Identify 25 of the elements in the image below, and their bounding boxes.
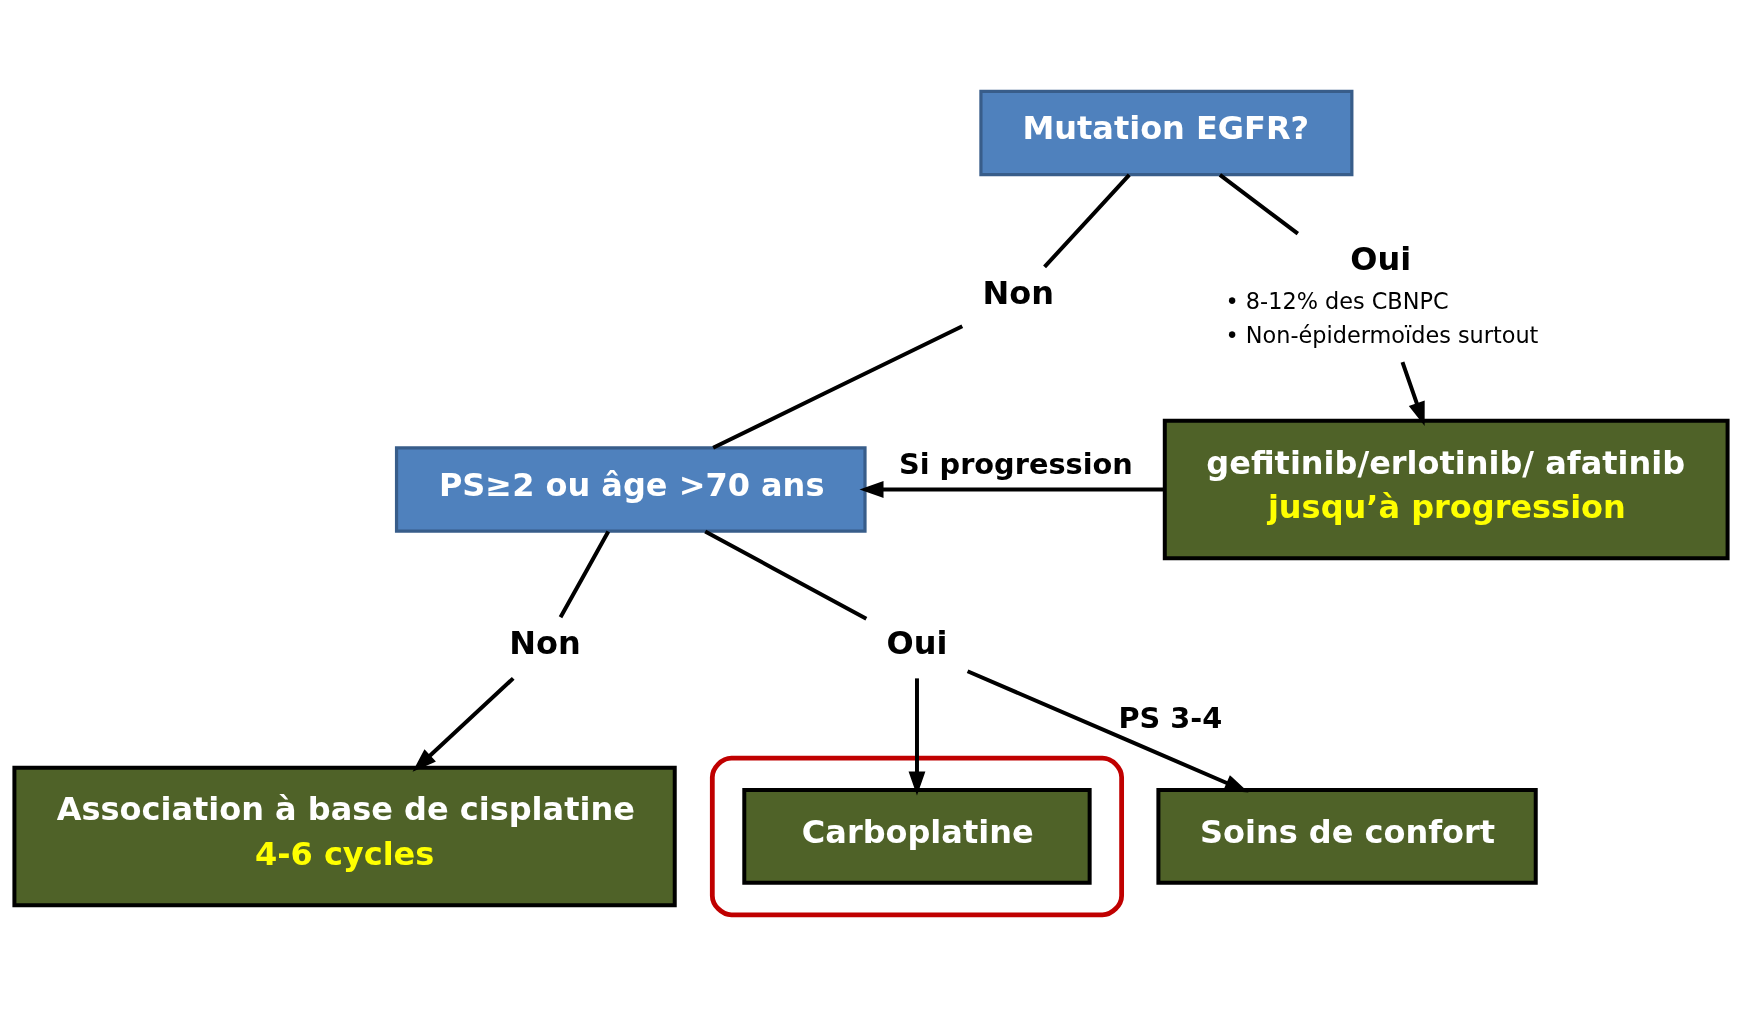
node-label: • Non-épidermoïdes surtout (1225, 321, 1539, 348)
connector (1043, 173, 1131, 268)
arrow (859, 480, 1165, 498)
arrow (966, 668, 1249, 792)
cluster (709, 755, 1124, 917)
node-box: Mutation EGFR? (979, 89, 1354, 176)
node-label: • 8-12% des CBNPC (1225, 287, 1449, 314)
edge-label: Si progression (898, 446, 1133, 481)
arrow (908, 677, 926, 796)
arrow (412, 676, 515, 772)
connector (712, 324, 964, 450)
connector (1218, 172, 1300, 235)
connector (558, 529, 611, 618)
node-box: Association à base de cisplatine 4-6 cycles (12, 765, 677, 907)
node-box: Carboplatine (742, 787, 1092, 885)
arrow (1400, 360, 1425, 426)
node-box: gefitinib/erlotinib/ afatinib jusqu’à progression (1162, 418, 1730, 560)
node-box: PS≥2 ou âge >70 ans (394, 445, 867, 533)
node-text: Oui (886, 623, 948, 662)
node-text: Non (509, 623, 581, 662)
connector (704, 529, 868, 621)
node-text: Oui (1350, 239, 1412, 278)
node-box: Soins de confort (1156, 787, 1538, 885)
edge-label: PS 3-4 (1118, 700, 1223, 735)
node-text: Non (982, 273, 1055, 312)
